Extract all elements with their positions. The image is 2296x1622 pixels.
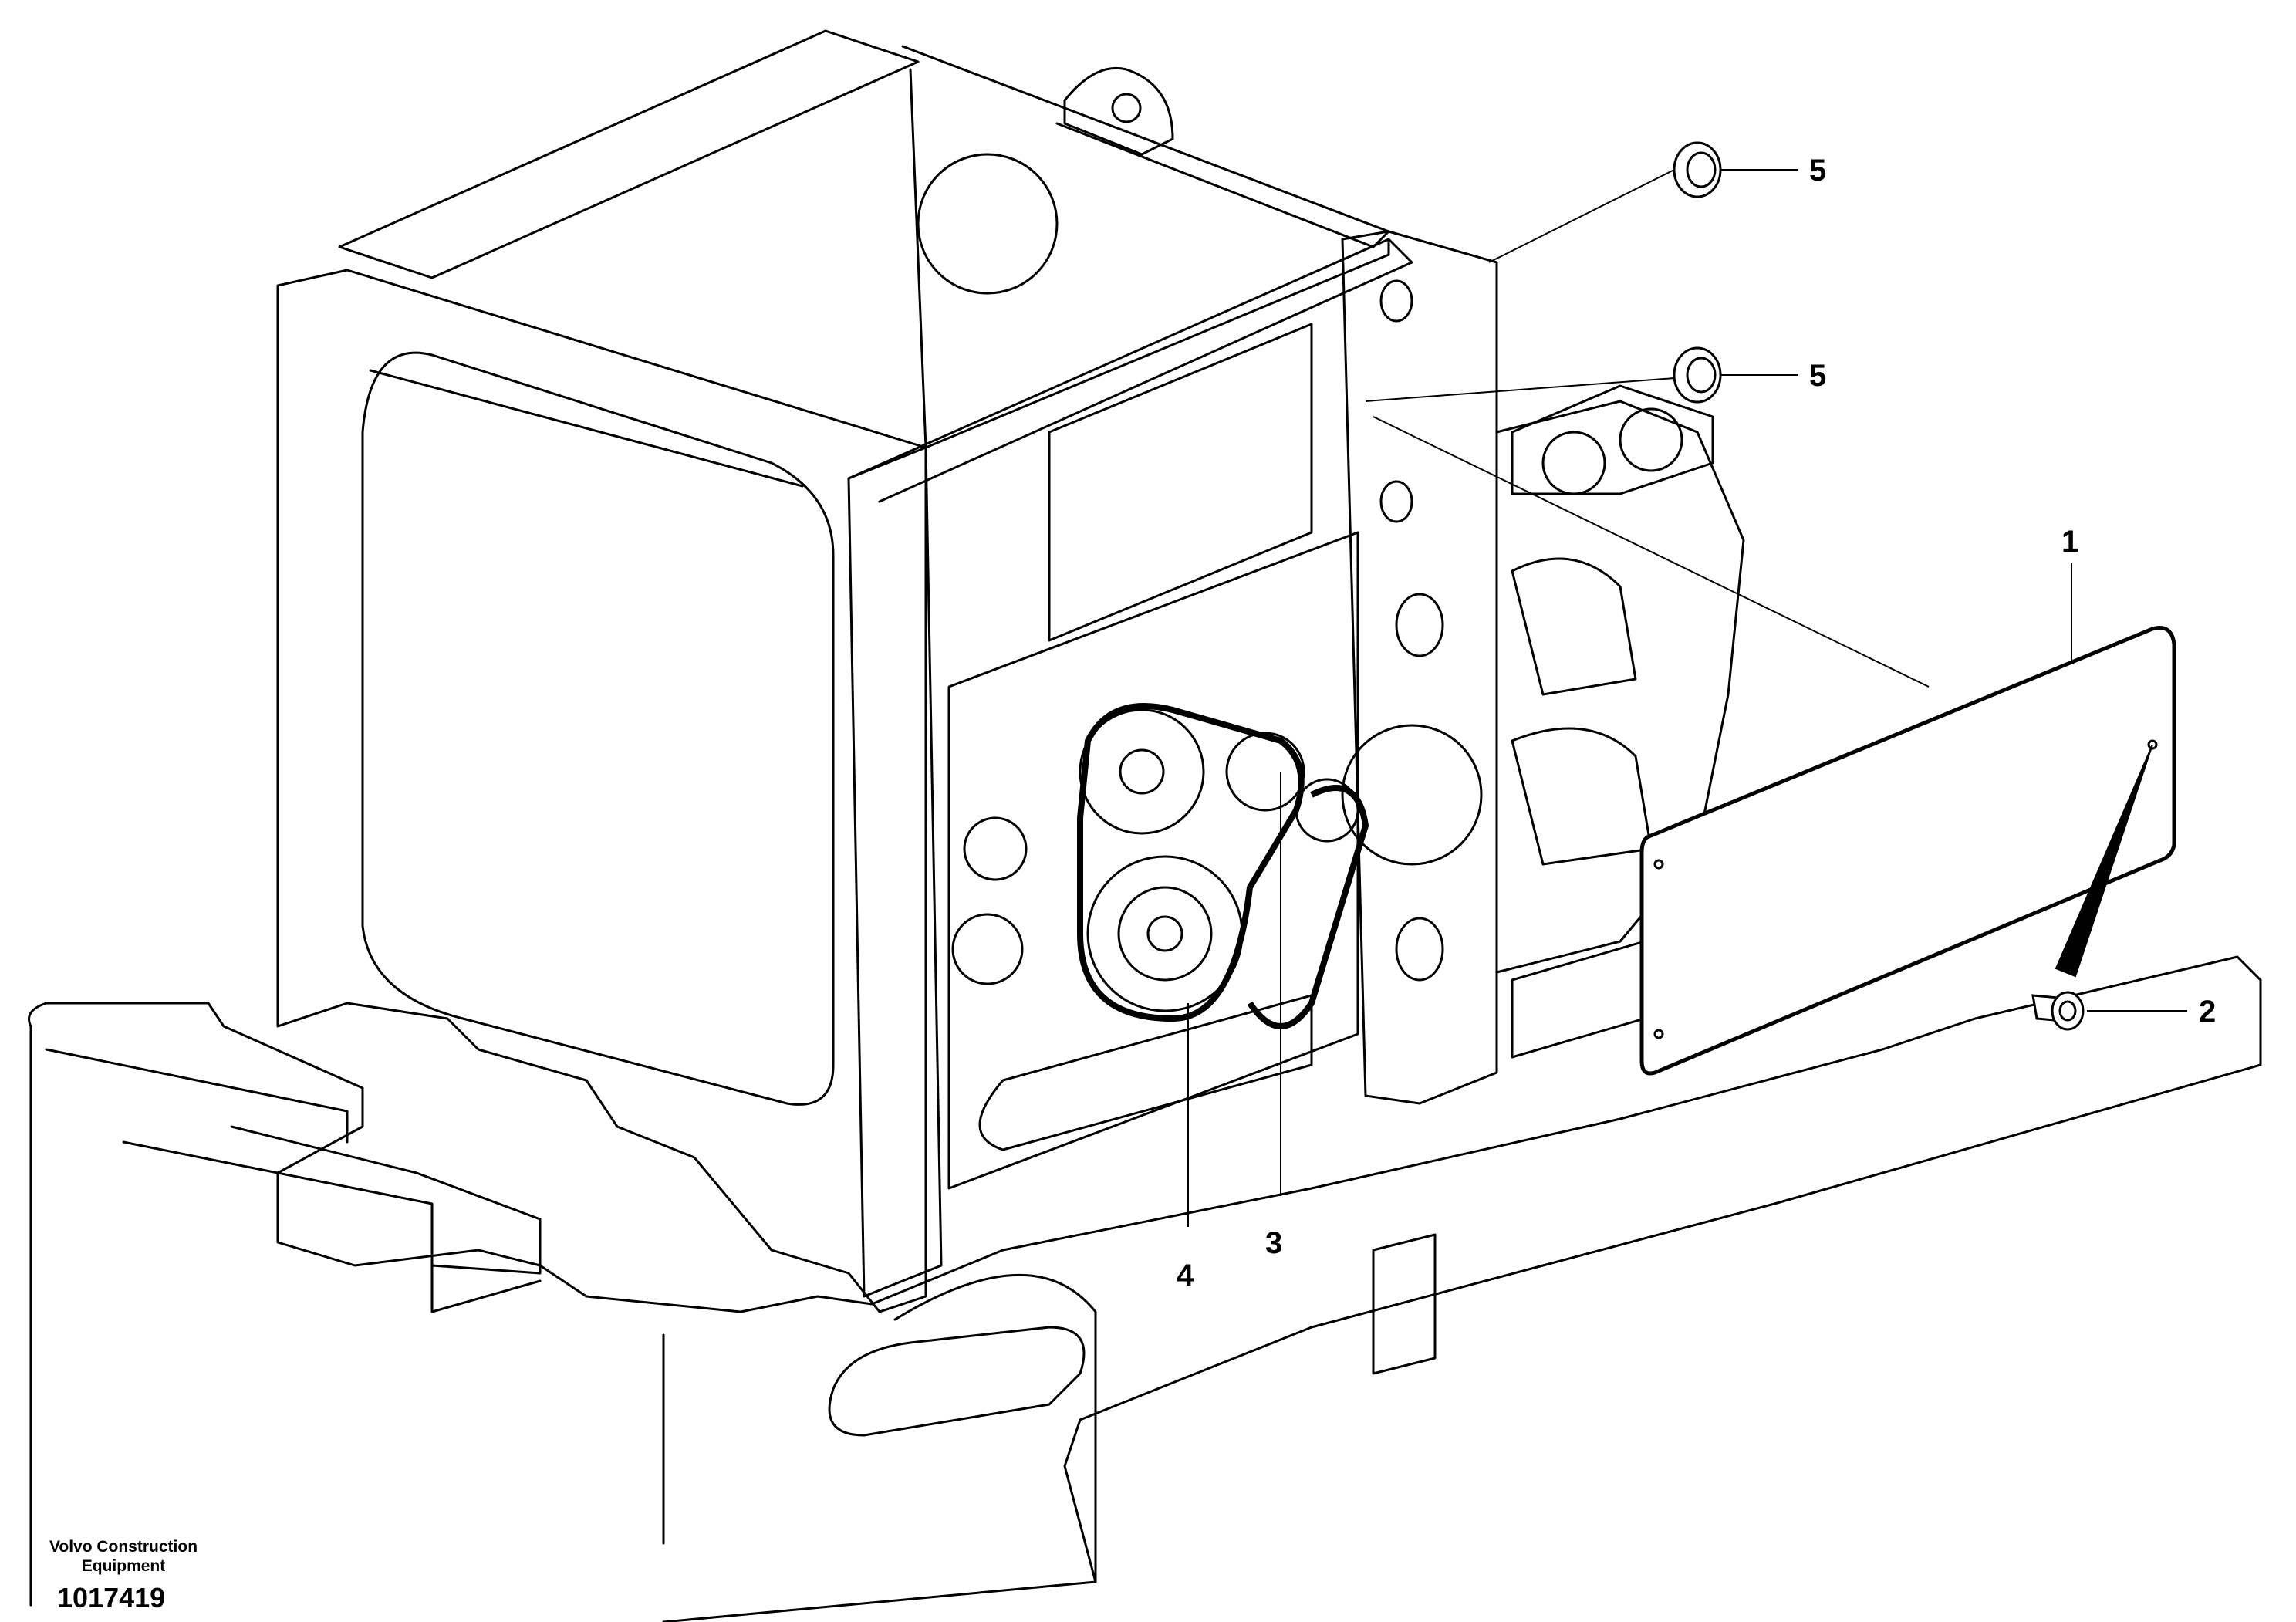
frame-right-hole-4	[1395, 917, 1444, 982]
callout-3: 3	[1265, 1226, 1282, 1260]
belts	[1077, 703, 1369, 1029]
frame-lift-hole	[1111, 93, 1142, 123]
frame-left-panel	[276, 269, 927, 1313]
frame-front-opening	[947, 531, 1359, 1190]
frame-back-panel	[909, 68, 1390, 449]
callout-labels: 5 5 1 2 3 4	[1177, 154, 2216, 1293]
belt-4	[1077, 703, 1305, 1022]
frame-right-hole-3	[1395, 593, 1444, 657]
base-body-outline	[28, 955, 2262, 1622]
cover-plate	[1639, 626, 2176, 1076]
pulley-idler	[1225, 732, 1305, 812]
engine-block	[1495, 400, 1745, 974]
cover-plate-hole-2	[1653, 859, 1664, 870]
frame-right-hole-2	[1379, 480, 1413, 523]
base-bracket	[230, 1125, 542, 1275]
frame-top-left-rail	[338, 29, 920, 279]
leader-lines	[1187, 169, 2187, 1227]
pulley-tensioner	[963, 816, 1028, 881]
frame-back-window	[1048, 323, 1313, 642]
base-right-mount	[1372, 1233, 1437, 1375]
base-inner-rail	[122, 1140, 542, 1313]
engine-mount	[1511, 727, 1653, 866]
frame-right-panel	[1341, 230, 1498, 1105]
cover-plate-hole-3	[1653, 1029, 1664, 1039]
frame-right-hole-1	[1379, 279, 1413, 323]
callout-1: 1	[2061, 525, 2078, 559]
engine-cylinder-1	[1541, 431, 1606, 495]
frame-front-panel	[847, 446, 943, 1298]
cover-plate-hole-1	[2147, 739, 2158, 750]
frame-back-port	[917, 153, 1059, 295]
callout-2: 2	[2199, 995, 2216, 1029]
frame-top-back-rail	[901, 45, 1390, 248]
frame-lift-eye	[1063, 66, 1174, 156]
frame-left-inner-edge	[369, 369, 804, 488]
engine-cylinder-2	[1619, 407, 1683, 472]
plug-middle	[1673, 346, 1722, 404]
pulley-crank-inner	[1117, 886, 1213, 982]
frame-front-slot	[978, 994, 1313, 1151]
company-credit: Volvo Construction Equipment	[49, 1538, 198, 1575]
pulley-water-pump	[951, 913, 1024, 985]
belt-3	[1247, 785, 1369, 1029]
engine-manifold	[1511, 557, 1637, 696]
exploded-parts	[1639, 141, 2176, 1076]
base-top-rail	[45, 1048, 349, 1144]
frame-top-cross	[847, 238, 1413, 503]
base-front-curve	[662, 1274, 1097, 1583]
base-slot	[828, 1326, 1086, 1437]
frame-left-opening	[361, 351, 835, 1106]
drawing-number: 1017419	[57, 1582, 166, 1614]
callout-5-middle: 5	[1809, 359, 1826, 393]
pulley-upper-hub	[1119, 748, 1165, 795]
callout-4: 4	[1177, 1259, 1194, 1293]
pulley-crank-hub	[1146, 915, 1183, 952]
plug-top	[1673, 141, 1722, 198]
alternator-body	[1341, 724, 1483, 866]
bolt	[2031, 991, 2085, 1031]
callout-5-top: 5	[1809, 154, 1826, 188]
machine-frame-drawing	[28, 29, 2262, 1622]
pulley-upper	[1079, 708, 1205, 835]
engine-head	[1511, 384, 1714, 495]
